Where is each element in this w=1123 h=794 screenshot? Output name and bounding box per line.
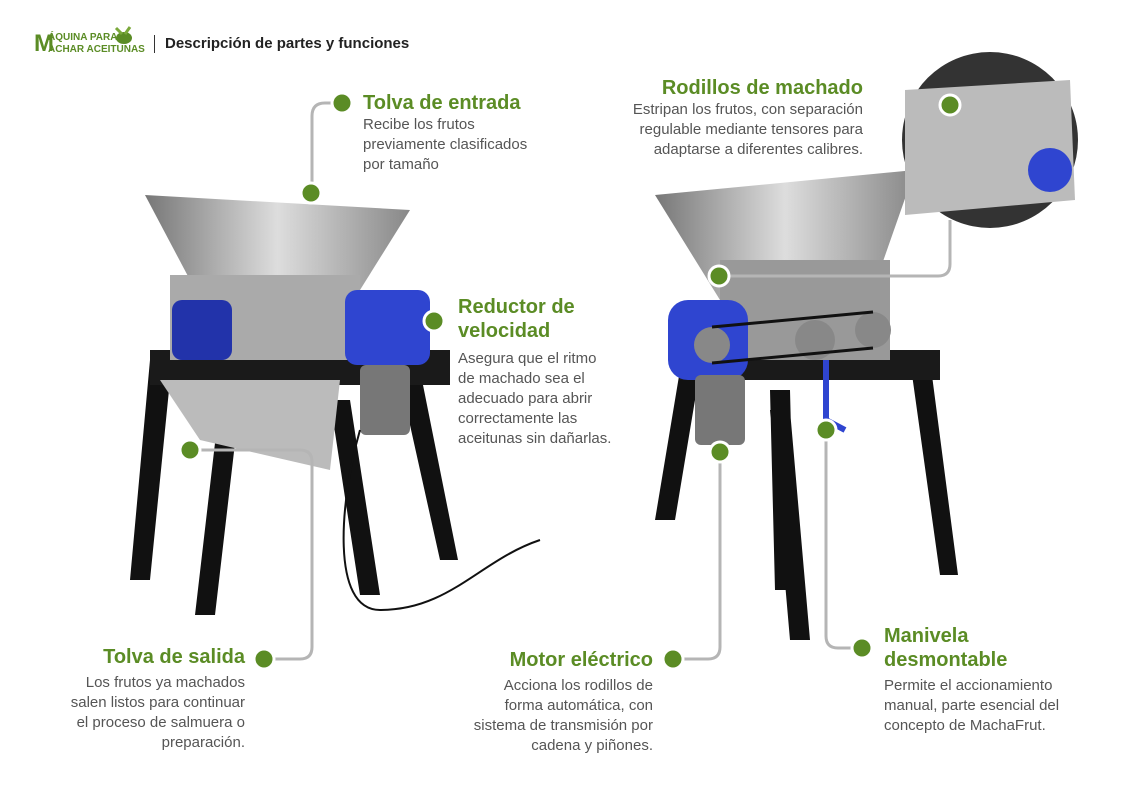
olive-leaf-icon [114, 26, 132, 44]
callout-title: Tolva de entrada [363, 92, 521, 114]
callout-desc-line: manual, parte esencial del [884, 697, 1060, 714]
callout-desc-line: Permite el accionamiento [884, 677, 1053, 694]
callout-reductor: Reductor de velocidad Asegura que el rit… [458, 295, 611, 449]
callout-motor: Motor eléctrico Acciona los rodillos de … [474, 648, 653, 756]
callout-desc-line: cadena y piñones. [531, 737, 653, 754]
machine-left [130, 195, 541, 615]
callout-desc-line: salen listos para continuar [70, 694, 245, 711]
callout-desc-line: concepto de MachaFrut. [884, 717, 1046, 734]
callout-desc-line: Los frutos ya machados [85, 674, 245, 691]
callout-desc-line: adaptarse a diferentes calibres. [653, 141, 863, 158]
callout-desc-line: regulable mediante tensores para [639, 121, 863, 138]
logo-letter: M [34, 30, 54, 57]
callout-dots [178, 91, 962, 671]
callout-desc-line: sistema de transmisión por [473, 717, 653, 734]
callout-title: Manivela [884, 625, 969, 647]
callout-manivela: Manivela desmontable Permite el accionam… [884, 624, 1059, 736]
header-divider [154, 35, 155, 53]
callout-desc-line: Estripan los frutos, con separación [632, 101, 863, 118]
logo-line2: ACHAR ACEITUNAS [48, 44, 145, 55]
callout-desc-line: Asegura que el ritmo [458, 350, 597, 367]
leader-lines [190, 101, 952, 661]
logo-line1: ÁQUINA PARA [48, 32, 118, 43]
callout-title: Reductor de [458, 296, 575, 318]
callout-desc-line: previamente clasificados [363, 136, 528, 153]
callout-desc-line: forma automática, con [504, 697, 653, 714]
callout-tolva-salida: Tolva de salida Los frutos ya machados s… [71, 645, 245, 753]
rollers-detail-inset [902, 52, 1078, 228]
callout-title: Motor eléctrico [509, 649, 653, 671]
callout-desc-line: Acciona los rodillos de [503, 677, 653, 694]
callout-desc-line: el proceso de salmuera o [76, 714, 245, 731]
callout-desc-line: adecuado para abrir [458, 390, 593, 407]
callout-desc-line: correctamente las [458, 410, 578, 427]
callout-desc-line: preparación. [161, 734, 245, 751]
callout-rodillos: Rodillos de machado Estripan los frutos,… [633, 76, 863, 160]
callout-title: Rodillos de machado [661, 77, 863, 99]
callout-title: velocidad [458, 320, 551, 342]
callout-desc-line: aceitunas sin dañarlas. [458, 430, 612, 447]
callout-tolva-entrada: Tolva de entrada Recibe los frutos previ… [363, 91, 527, 175]
machine-right [655, 170, 958, 640]
page-title: Descripción de partes y funciones [165, 35, 410, 52]
callout-desc-line: por tamaño [363, 156, 439, 173]
callout-title: Tolva de salida [103, 646, 245, 668]
callout-desc-line: de machado sea el [458, 370, 585, 387]
callout-title: desmontable [884, 649, 1008, 671]
callout-desc-line: Recibe los frutos [363, 116, 475, 133]
